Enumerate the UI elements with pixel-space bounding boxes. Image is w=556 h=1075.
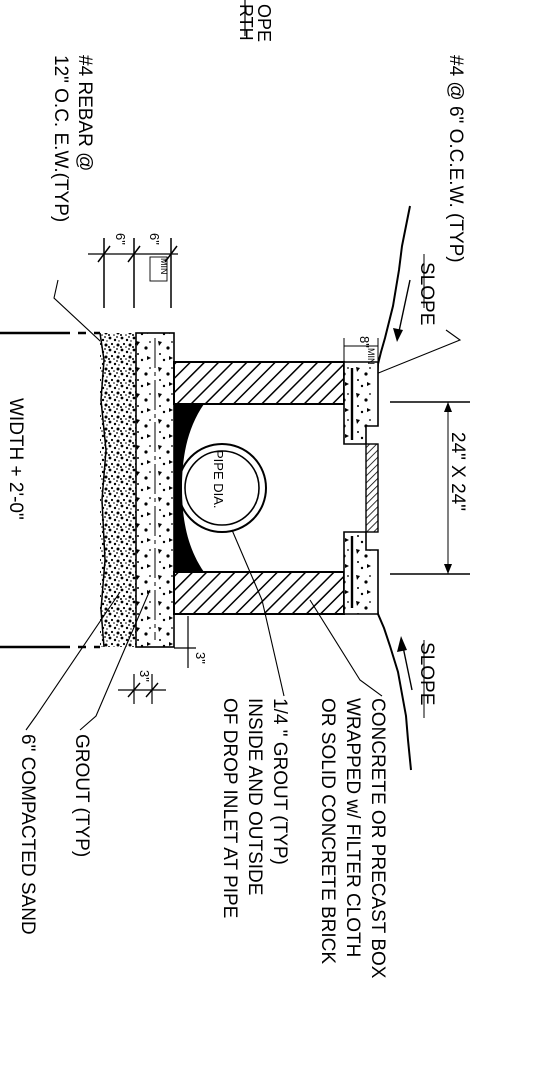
box-wall-top	[173, 361, 345, 405]
grout-bowl	[174, 404, 204, 572]
truncated-label-top-left: OPE RTH	[236, 4, 274, 42]
grout-note-line-3: OF DROP INLET AT PIPE	[219, 698, 240, 918]
pipe-diameter-label: PIPE DIA.	[211, 450, 226, 509]
top-dimension-group: 6" 6" MIN	[88, 233, 178, 308]
grout-note-line-2: INSIDE AND OUTSIDE	[244, 698, 265, 895]
dimension-6in-b: 6"	[147, 233, 162, 245]
dimension-6in-a: 6"	[113, 233, 128, 245]
compacted-sand-layer	[100, 333, 140, 647]
dimension-3in-bottom: 3"	[137, 670, 152, 682]
pipe-outer-wall	[177, 443, 267, 533]
truncated-label-line-1: OPE	[254, 4, 274, 42]
box-note-leader	[309, 599, 383, 697]
sand-note-leader	[25, 591, 121, 731]
dimension-8in: 8"	[357, 336, 372, 348]
ground-line-bottom	[375, 599, 412, 771]
dimension-3in-right: 3"	[193, 652, 208, 664]
overall-width-label: WIDTH + 2'-0"	[5, 398, 26, 520]
truncated-label-line-2: RTH	[236, 4, 256, 41]
dimension-3in-bottom-group: 3"	[118, 670, 166, 704]
top-collar	[343, 361, 379, 615]
rebar-callout-left-line-1: #4 REBAR @	[74, 55, 95, 171]
slope-indicator-top: SLOPE	[393, 254, 437, 342]
rebar-callout-main: #4 @ 6" O.C.E.W. (TYP)	[445, 55, 466, 263]
slope-label-top: SLOPE	[416, 262, 437, 325]
rebar-callout-left-line-2: 12" O.C. E.W.(TYP)	[50, 55, 71, 222]
grout-typ-note: GROUT (TYP)	[71, 734, 92, 857]
collar-dimension: 8" MIN	[343, 336, 379, 365]
pipe-inner-wall	[184, 450, 260, 526]
rebar-main-leader	[365, 329, 462, 379]
compacted-sand-note: 6" COMPACTED SAND	[17, 734, 38, 935]
slope-indicator-bottom: SLOPE	[397, 636, 437, 718]
dimension-3in-right-group: 3"	[174, 616, 208, 668]
box-note-line-3: OR SOLID CONCRETE BRICK	[317, 698, 338, 964]
opening-dimension: 24" X 24"	[390, 401, 470, 575]
grout-note-leader	[231, 529, 285, 697]
grout-note-line-1: 1/4 " GROUT (TYP)	[269, 698, 290, 865]
slope-label-bottom: SLOPE	[416, 642, 437, 705]
dimension-min-top: MIN	[159, 258, 169, 275]
dimension-min-box: MIN	[366, 348, 376, 365]
box-note-line-1: CONCRETE OR PRECAST BOX	[367, 698, 388, 979]
box-note-line-2: WRAPPED w/ FILTER CLOTH	[342, 698, 363, 957]
grout-typ-leader	[79, 589, 151, 731]
ground-line-top	[375, 205, 411, 399]
opening-size-label: 24" X 24"	[447, 432, 468, 511]
grate-frame	[365, 443, 379, 533]
